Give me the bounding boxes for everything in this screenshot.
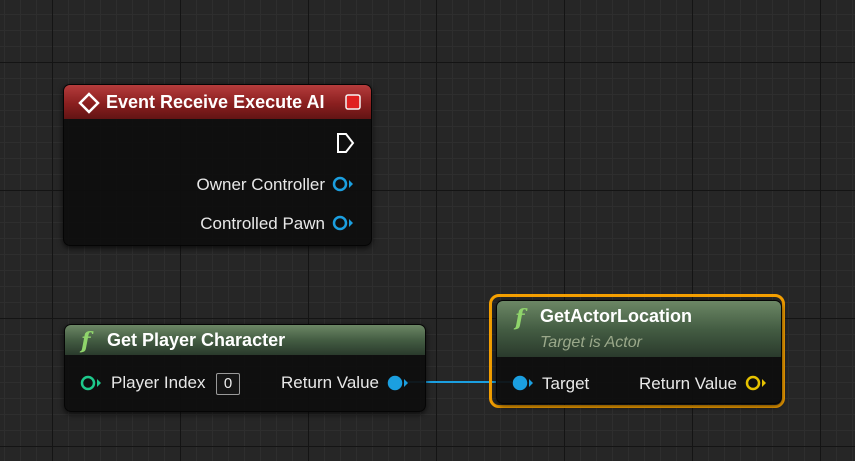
svg-text:f: f — [513, 305, 528, 330]
vector-return-pin-icon[interactable] — [744, 375, 768, 391]
owner-controller-pin-icon[interactable] — [331, 176, 355, 192]
function-icon: f — [513, 305, 528, 330]
player-index-pin-icon[interactable] — [79, 375, 103, 391]
get-player-character-header[interactable]: f Get Player Character — [65, 325, 425, 355]
controlled-pawn-pin-icon[interactable] — [331, 215, 355, 231]
target-label: Target — [542, 374, 590, 393]
get-player-character-title: Get Player Character — [107, 330, 286, 350]
target-pin-icon[interactable] — [511, 375, 535, 391]
event-receive-execute-ai-node[interactable]: Event Receive Execute AI Owner Controlle… — [63, 84, 372, 246]
exec-out-pin-icon[interactable] — [335, 132, 355, 154]
player-index-input[interactable]: 0 — [216, 373, 240, 395]
get-actor-location-node[interactable]: f GetActorLocation Target is Actor Targe… — [496, 300, 782, 404]
get-actor-location-title: GetActorLocation — [540, 306, 693, 326]
get-player-character-node[interactable]: f Get Player Character Player Index 0 Re… — [64, 324, 426, 412]
return-value-label: Return Value — [639, 374, 737, 393]
event-diamond-icon — [78, 92, 100, 114]
selection-outline — [489, 294, 785, 408]
delegate-pin-icon[interactable] — [344, 93, 362, 111]
get-actor-location-subtitle: Target is Actor — [540, 334, 642, 351]
return-value-pin-icon[interactable] — [386, 375, 410, 391]
event-node-header[interactable]: Event Receive Execute AI — [64, 85, 371, 119]
get-actor-location-header[interactable]: f GetActorLocation Target is Actor — [497, 301, 781, 357]
function-icon: f — [79, 328, 94, 353]
svg-text:f: f — [79, 328, 94, 353]
controlled-pawn-label: Controlled Pawn — [200, 214, 325, 233]
player-index-label: Player Index — [111, 373, 206, 392]
event-node-title: Event Receive Execute AI — [106, 92, 325, 112]
return-value-label: Return Value — [281, 373, 379, 392]
owner-controller-label: Owner Controller — [196, 175, 326, 194]
